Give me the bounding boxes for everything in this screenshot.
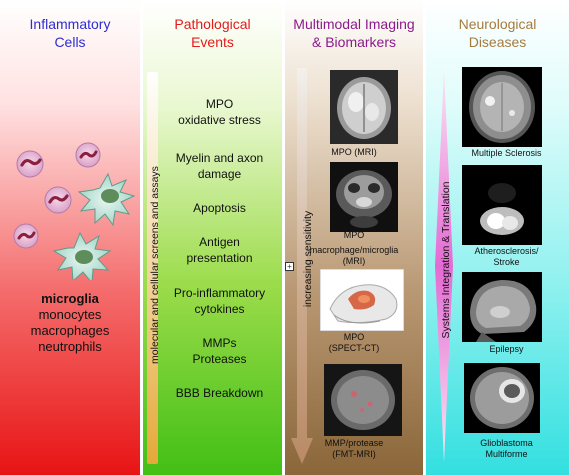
cell-type-microglia: microglia (41, 291, 99, 306)
event-line: presentation (186, 251, 253, 265)
translation-diamond-bar (435, 70, 453, 462)
neutrophil-cell (44, 186, 72, 214)
disease-caption-ms: Multiple Sclerosis (444, 148, 569, 159)
imaging-caption-4: MMP/protease (FMT-MRI) (285, 438, 423, 460)
caption-line: Epilepsy (489, 344, 524, 354)
title-line: Pathological (174, 16, 251, 32)
pathological-events-title: Pathological Events (143, 15, 282, 51)
event-line: damage (197, 167, 242, 181)
event-antigen: Antigen presentation (157, 234, 282, 266)
caption-line: Atherosclerosis/ (474, 246, 539, 256)
fmt-mri-image (324, 364, 402, 436)
neutrophil-cell (75, 142, 101, 168)
event-line: Myelin and axon (175, 151, 264, 165)
glioblastoma-brain-scan (464, 363, 540, 433)
event-mpo: MPO oxidative stress (157, 96, 282, 128)
caption-line: Multiple Sclerosis (471, 148, 542, 158)
title-line: & Biomarkers (311, 34, 397, 50)
event-line: oxidative stress (178, 113, 261, 127)
microglia-cell (77, 172, 136, 227)
title-line: Multimodal Imaging (293, 16, 415, 32)
caption-line: MMP/protease (324, 438, 384, 448)
expand-icon[interactable]: + (285, 262, 294, 271)
imaging-biomarkers-column: Multimodal Imaging & Biomarkers increasi… (285, 0, 423, 475)
title-line: Inflammatory (29, 16, 111, 32)
caption-line: MPO (MRI) (331, 147, 377, 157)
event-cytokines: Pro-inflammatory cytokines (157, 285, 282, 317)
mpo-mri-brain-image (330, 70, 398, 144)
caption-line: macrophage/microglia (309, 245, 399, 255)
cell-types-list: microglia monocytes macrophages neutroph… (0, 291, 140, 355)
pathological-events-column: Pathological Events molecular and cellul… (143, 0, 282, 475)
neutrophil-cell (13, 223, 39, 249)
neurological-diseases-column: Neurological Diseases Systems Integratio… (426, 0, 569, 475)
stroke-brain-scan (462, 165, 542, 245)
event-line: Apoptosis (193, 201, 246, 215)
event-line: Antigen (199, 235, 240, 249)
screens-gradient-bar (147, 72, 158, 464)
microglia-cell (52, 231, 112, 280)
event-line: BBB Breakdown (175, 386, 264, 400)
event-mmps: MMPs Proteases (157, 335, 282, 367)
inflammatory-cells-illustration (13, 142, 136, 280)
inflammatory-cells-title: Inflammatory Cells (0, 15, 140, 51)
caption-line: Glioblastoma (480, 438, 533, 448)
event-line: MMPs (202, 336, 237, 350)
disease-caption-stroke: Atherosclerosis/ Stroke (444, 246, 569, 268)
title-line: Events (191, 34, 234, 50)
caption-line: (FMT-MRI) (332, 449, 376, 459)
imaging-caption-3: MPO (SPECT-CT) (285, 332, 423, 354)
cell-type-monocytes: monocytes (38, 307, 102, 322)
caption-line: (MRI) (342, 256, 366, 266)
event-line: Pro-inflammatory (173, 286, 266, 300)
imaging-caption-1: MPO (MRI) (285, 147, 423, 158)
event-myelin: Myelin and axon damage (157, 150, 282, 182)
disease-caption-epilepsy: Epilepsy (444, 344, 569, 355)
caption-line: Multiforme (485, 449, 528, 459)
cell-type-macrophages: macrophages (30, 323, 110, 338)
caption-line: Stroke (493, 257, 520, 267)
title-line: Cells (54, 34, 86, 50)
title-line: Diseases (468, 34, 527, 50)
cell-type-neutrophils: neutrophils (38, 339, 102, 354)
ms-brain-scan (462, 67, 542, 147)
neurological-diseases-title: Neurological Diseases (426, 15, 569, 51)
event-line: Proteases (192, 352, 247, 366)
inflammatory-cells-column: Inflammatory Cells (0, 0, 140, 475)
event-apoptosis: Apoptosis (157, 200, 282, 216)
caption-line: MPO (343, 332, 365, 342)
imaging-caption-2: MPO macrophage/microglia (MRI) (285, 230, 423, 267)
caption-line: MPO (343, 230, 365, 240)
disease-caption-gbm: Glioblastoma Multiforme (444, 438, 569, 460)
sensitivity-arrow (291, 68, 313, 464)
event-line: cytokines (194, 302, 245, 316)
event-line: MPO (205, 97, 234, 111)
spect-ct-image (320, 269, 404, 331)
caption-line: (SPECT-CT) (328, 343, 380, 353)
imaging-biomarkers-title: Multimodal Imaging & Biomarkers (285, 15, 423, 51)
neutrophil-cell (16, 150, 44, 178)
macrophage-mri-image (330, 162, 398, 232)
title-line: Neurological (458, 16, 537, 32)
epilepsy-brain-scan (462, 272, 542, 342)
event-bbb: BBB Breakdown (157, 385, 282, 401)
